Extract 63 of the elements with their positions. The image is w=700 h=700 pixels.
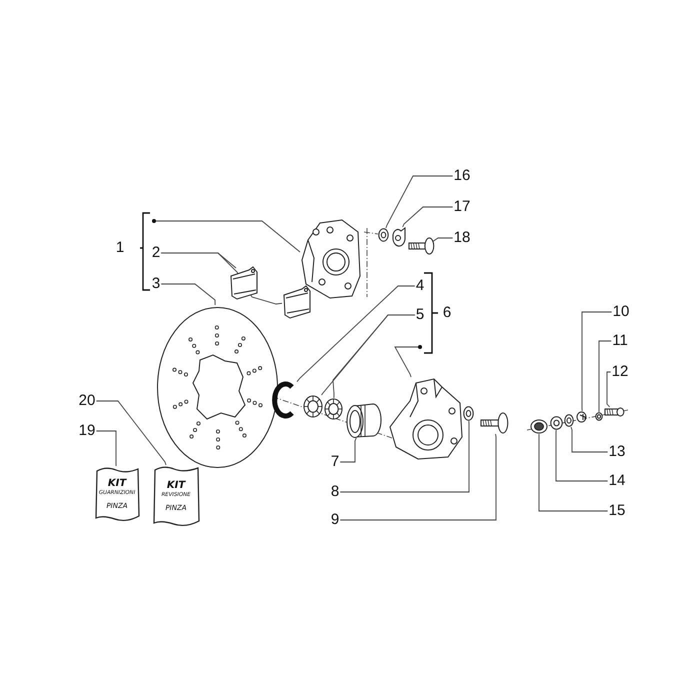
leader-dot xyxy=(418,345,422,349)
washer-drawing xyxy=(564,414,574,427)
callout-number: 4 xyxy=(414,278,426,294)
kit-label: KIT xyxy=(166,480,186,492)
nut-drawing xyxy=(530,419,548,434)
brake-pad-drawing xyxy=(229,266,259,300)
brake-pad-drawing xyxy=(282,285,313,318)
leader-line xyxy=(556,430,608,482)
washer-drawing xyxy=(595,412,603,421)
callout-number: 13 xyxy=(608,444,626,460)
bolt-drawing xyxy=(480,412,508,434)
callout-number: 18 xyxy=(452,230,472,246)
bolt-drawing xyxy=(408,237,434,255)
callout-number: 5 xyxy=(414,307,426,323)
callout-number: 10 xyxy=(612,304,630,320)
washer-drawing xyxy=(378,228,389,242)
leader-line xyxy=(606,372,612,408)
callout-number: 15 xyxy=(608,503,626,519)
leader-line xyxy=(386,176,454,228)
callout-number: 1 xyxy=(114,240,126,256)
leader-line xyxy=(570,426,608,452)
callout-number: 6 xyxy=(442,305,452,321)
kit-bag-drawing xyxy=(94,466,140,522)
leader-line xyxy=(156,220,300,252)
leader-dot xyxy=(152,219,156,223)
screw-drawing xyxy=(604,407,624,417)
leader-line xyxy=(96,430,117,466)
leader-line xyxy=(340,434,496,520)
callout-number: 19 xyxy=(78,423,96,439)
leader-line xyxy=(296,286,416,382)
callout-number: 8 xyxy=(330,484,340,500)
leader-line xyxy=(340,420,470,492)
roller-bearing-drawing xyxy=(324,398,343,420)
callout-number: 12 xyxy=(610,364,630,380)
kit-label: KIT xyxy=(108,478,126,490)
callout-number: 7 xyxy=(330,454,340,470)
brake-caliper-drawing xyxy=(300,218,362,300)
leader-line xyxy=(340,438,357,462)
leader-line xyxy=(598,340,612,412)
leader-line xyxy=(402,206,454,228)
leader-line xyxy=(538,434,608,512)
leader-line xyxy=(394,346,418,378)
callout-number: 17 xyxy=(452,199,472,215)
tab-washer-drawing xyxy=(391,227,406,246)
washer-drawing xyxy=(463,406,474,421)
roller-bearing-drawing xyxy=(303,395,323,418)
callout-number: 20 xyxy=(78,393,96,409)
washer-drawing xyxy=(550,416,563,430)
leader-line xyxy=(160,284,216,306)
bleed-valve-drawing xyxy=(576,411,589,423)
leader-line xyxy=(582,312,612,412)
brake-disc-drawing xyxy=(155,305,280,470)
callout-number: 3 xyxy=(150,276,162,292)
leader-line xyxy=(96,400,166,466)
leader-line xyxy=(432,238,454,242)
kit-bag-drawing xyxy=(152,465,200,527)
callout-number: 16 xyxy=(452,168,472,184)
caliper-support-drawing xyxy=(388,377,463,460)
callout-number: 14 xyxy=(608,473,626,489)
callout-number: 11 xyxy=(611,333,629,349)
callout-number: 9 xyxy=(330,512,340,528)
bushing-drawing xyxy=(345,402,382,438)
callout-number: 2 xyxy=(150,245,162,261)
